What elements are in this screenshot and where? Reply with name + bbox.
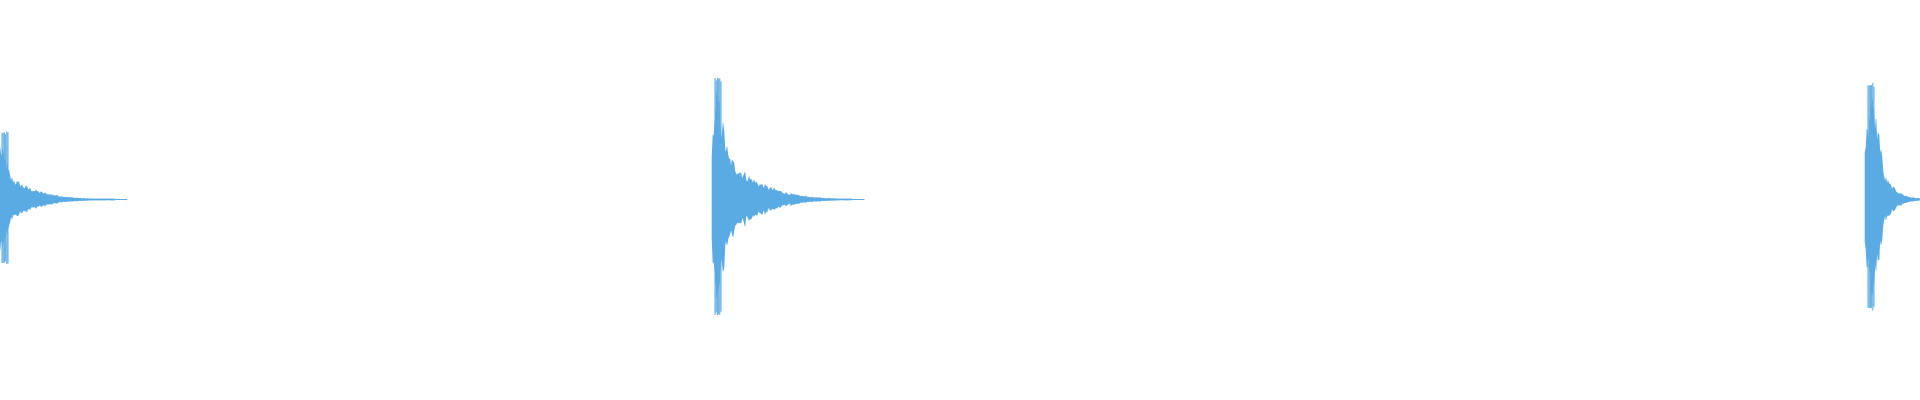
transient-3-envelope [1864, 99, 1920, 295]
transient-1-envelope [0, 146, 116, 251]
transient-1 [0, 131, 128, 264]
transient-2-envelope [711, 92, 853, 298]
transient-3 [1864, 82, 1920, 311]
transients-layer [0, 77, 1920, 316]
transient-2 [711, 77, 865, 316]
